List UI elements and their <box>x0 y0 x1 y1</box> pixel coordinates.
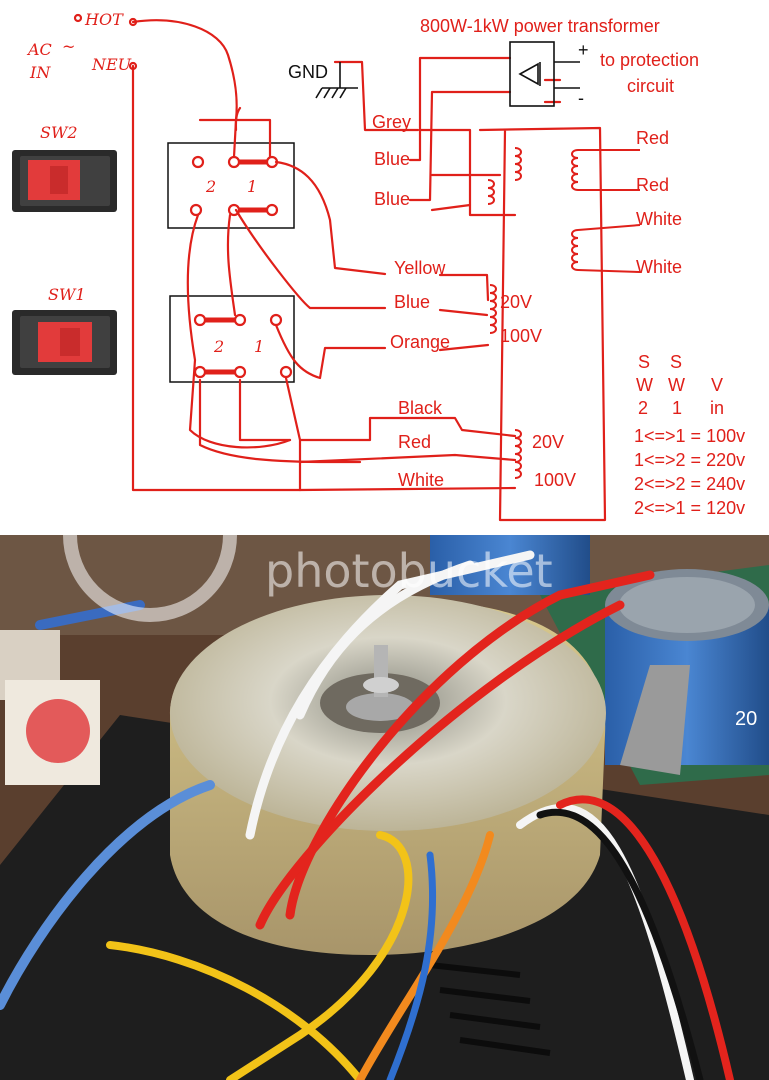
fuse-holder-icon <box>0 630 100 785</box>
table-header-sw1-s: S <box>670 352 682 372</box>
winding-a-tap-20v: 20V <box>500 292 532 312</box>
sw2-terminal-box <box>167 142 295 229</box>
wire-label-yellow: Yellow <box>394 258 446 278</box>
table-header-sw2-w: W <box>636 375 653 395</box>
protection-line1: to protection <box>600 50 699 70</box>
photobucket-watermark: photobucket <box>265 544 553 598</box>
transformer-coil-icons <box>487 147 641 479</box>
hot-terminal <box>73 13 83 23</box>
wire-label-white-1: White <box>636 209 682 229</box>
sw2-label: SW2 <box>40 123 78 142</box>
wiring-diagram: AC ~ IN HOT NEU SW2 SW1 2 1 2 1 <box>0 0 769 535</box>
sw2-pos2-label: 2 <box>205 177 216 196</box>
sw2-pos1-label: 1 <box>247 177 257 196</box>
in-label: IN <box>29 63 51 82</box>
wire-label-white-3: White <box>398 470 444 490</box>
wire-label-blue-3: Blue <box>394 292 430 312</box>
table-header-sw1-w: W <box>668 375 685 395</box>
photobucket-logo-icon <box>63 535 237 622</box>
wire-label-orange: Orange <box>390 332 450 352</box>
switch-voltage-table: S W 2 S W 1 V in 1<=>1 = 100v 1<=>2 = 22… <box>634 352 745 518</box>
gnd-label: GND <box>288 62 328 82</box>
table-header-sw2-num: 2 <box>638 398 648 418</box>
filter-capacitor-icon <box>605 569 769 775</box>
winding-a-tap-100v: 100V <box>500 326 542 346</box>
switch-terminals <box>189 155 293 379</box>
neu-label: NEU <box>91 55 132 74</box>
wire-label-red-2: Red <box>636 175 669 195</box>
vent-slots <box>429 962 551 1056</box>
table-header-v: V <box>711 375 723 395</box>
sw2-switch-icon <box>12 150 117 212</box>
sw1-pos1-label: 1 <box>254 337 264 356</box>
wire-label-blue-2: Blue <box>374 189 410 209</box>
wire-label-black: Black <box>398 398 443 418</box>
tilde-icon: ~ <box>62 37 75 56</box>
capacitor-marking: 20 <box>735 708 757 730</box>
diagram-background <box>0 0 769 535</box>
sw1-label: SW1 <box>48 285 86 304</box>
table-row-4: 2<=>1 = 120v <box>634 498 745 518</box>
winding-b-tap-100v: 100V <box>534 470 576 490</box>
table-row-1: 1<=>1 = 100v <box>634 426 745 446</box>
transformer-photo: 20 photobucket <box>0 535 769 1080</box>
wire-label-white-2: White <box>636 257 682 277</box>
transformer-title: 800W-1kW power transformer <box>420 16 660 36</box>
photo-wires <box>0 550 734 1080</box>
sw1-pos2-label: 2 <box>213 337 224 356</box>
wire-label-red-3: Red <box>398 432 431 452</box>
hot-label: HOT <box>84 10 124 29</box>
table-header-sw1-num: 1 <box>672 398 682 418</box>
protection-line2: circuit <box>627 76 674 96</box>
sw1-switch-icon <box>12 310 117 375</box>
minus-label: - <box>578 88 584 108</box>
table-row-3: 2<=>2 = 240v <box>634 474 745 494</box>
wiring-paths <box>131 19 607 522</box>
wire-label-blue-1: Blue <box>374 149 410 169</box>
table-header-sw2-s: S <box>638 352 650 372</box>
wire-label-red-1: Red <box>636 128 669 148</box>
table-row-2: 1<=>2 = 220v <box>634 450 745 470</box>
ground-icon <box>315 62 358 99</box>
plus-label: + <box>578 40 589 60</box>
ac-label: AC <box>26 40 52 59</box>
winding-b-tap-20v: 20V <box>532 432 564 452</box>
wire-label-grey: Grey <box>372 112 411 132</box>
bridge-rectifier-icon <box>509 41 580 107</box>
table-header-in: in <box>710 398 724 418</box>
